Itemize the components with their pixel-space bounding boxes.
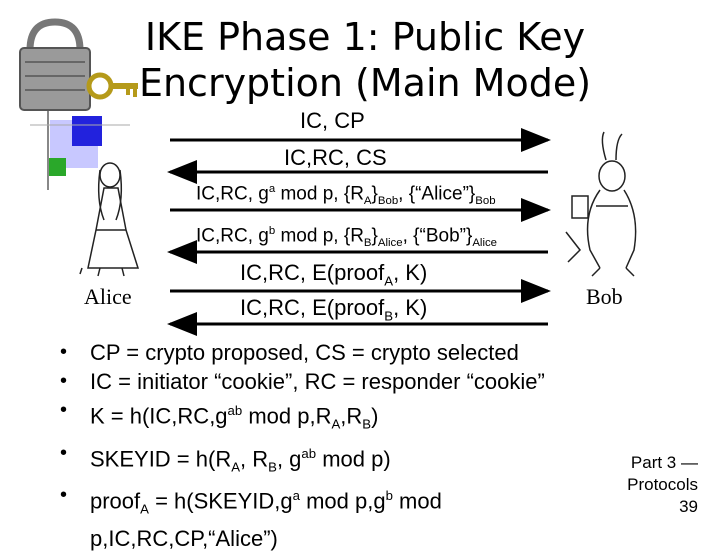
bullet-dot-icon: •	[60, 399, 68, 421]
footer-part: Part 3 —	[630, 453, 698, 472]
bullet-item: • CP = crypto proposed, CS = crypto sele…	[60, 340, 519, 365]
slide-title: IKE Phase 1: Public Key Encryption (Main…	[130, 14, 600, 106]
party-alice-label: Alice	[84, 284, 132, 309]
bullet-dot-icon: •	[60, 484, 68, 507]
footer-section: Protocols	[627, 475, 698, 494]
page-number: 39	[679, 497, 698, 516]
bullet-item: • K = h(IC,RC,gab mod p,RA,RB)	[60, 396, 640, 439]
message-1: IC, CP	[300, 108, 365, 133]
message-2: IC,RC, CS	[284, 145, 387, 170]
slide-footer: Part 3 — Protocols 39	[627, 452, 698, 518]
message-4: IC,RC, gb mod p, {RB}Alice, {“Bob”}Alice	[196, 225, 498, 250]
title-line-1: IKE Phase 1: Public Key	[144, 15, 586, 59]
bullet-list: • CP = crypto proposed, CS = crypto sele…	[60, 338, 640, 553]
title-line-2: Encryption (Main Mode)	[138, 61, 592, 105]
bullet-dot-icon: •	[60, 441, 68, 464]
bullet-item: • IC = initiator “cookie”, RC = responde…	[60, 369, 545, 394]
white-rabbit-illustration	[565, 131, 637, 277]
alice-illustration	[79, 162, 140, 277]
bullet-dot-icon: •	[60, 370, 68, 392]
bullet-item: • proofA = h(SKEYID,ga mod p,gb mod p,IC…	[60, 481, 640, 553]
bullet-dot-icon: •	[60, 341, 68, 363]
padlock-key-icon	[19, 18, 138, 111]
decor-square-blue	[72, 116, 102, 146]
message-3: IC,RC, ga mod p, {RA}Bob, {“Alice”}Bob	[196, 183, 496, 208]
bullet-item: • SKEYID = h(RA, RB, gab mod p)	[60, 439, 640, 482]
decor-square-green	[48, 158, 66, 176]
party-bob-label: Bob	[586, 284, 623, 309]
message-6: IC,RC, E(proofB, K)	[240, 295, 428, 324]
diagram-canvas	[19, 18, 637, 336]
message-5: IC,RC, E(proofA, K)	[240, 260, 428, 289]
